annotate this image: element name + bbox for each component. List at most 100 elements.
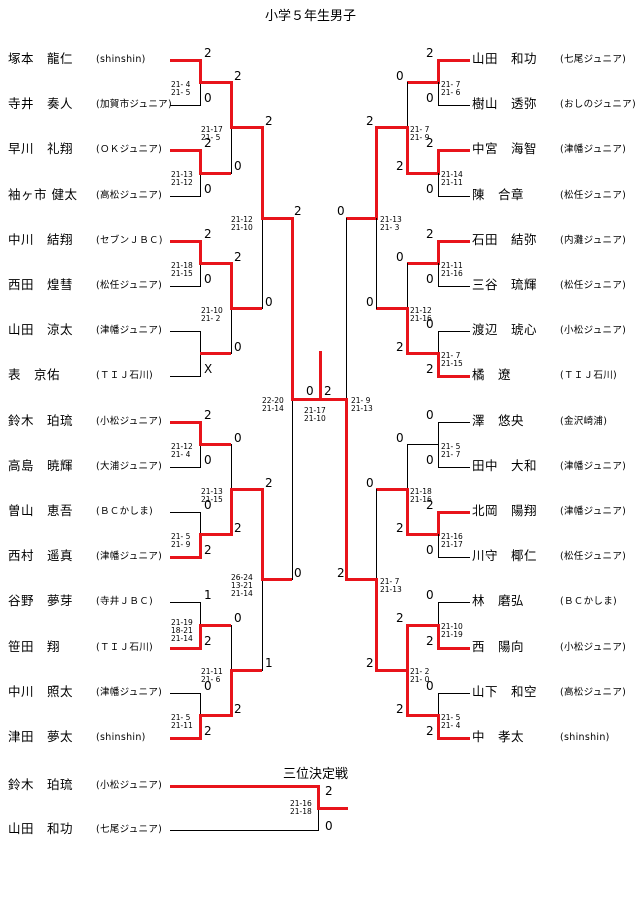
player-name: 笹田 翔	[8, 639, 61, 654]
match-score: 0	[234, 430, 242, 445]
game-score: 21-14	[171, 634, 193, 643]
bracket-line-winner	[407, 81, 438, 84]
game-score: 21- 5	[171, 531, 191, 541]
bracket-line-winner	[170, 736, 200, 740]
bracket-line-winner	[436, 58, 440, 84]
game-score: 21-10	[201, 305, 223, 315]
match-score: 0	[204, 182, 212, 196]
match-score: 0	[396, 68, 404, 83]
club-name: (津幡ジュニア)	[96, 687, 163, 698]
bracket-line	[199, 444, 201, 468]
game-score: 21-15	[171, 268, 193, 278]
club-name: (寺井ＪＢＣ)	[96, 596, 154, 607]
bracket-line-winner	[229, 668, 233, 717]
bracket-line-winner	[436, 510, 440, 536]
bracket-line-winner	[262, 216, 292, 220]
bracket-line-winner	[262, 578, 292, 582]
bracket-line-winner	[376, 126, 407, 130]
bracket-line-winner	[200, 714, 231, 717]
bracket-line-winner	[170, 784, 318, 788]
bracket-line-winner	[438, 510, 470, 514]
match-score: 0	[234, 611, 242, 625]
match-score: 0	[366, 475, 374, 490]
club-name: (松任ジュニア)	[560, 551, 627, 562]
game-score: 21-10	[304, 414, 326, 423]
game-score: 21- 7	[441, 350, 461, 360]
player-name: 中 孝太	[472, 729, 525, 744]
bracket-line	[199, 263, 201, 287]
player-name: 山田 涼太	[8, 322, 74, 337]
bracket-line	[437, 534, 439, 558]
match-score: 0	[337, 204, 345, 219]
bracket-line	[438, 601, 470, 603]
club-name: (小松ジュニア)	[96, 780, 163, 791]
bracket-line-winner	[260, 488, 264, 582]
bracket-line	[170, 195, 200, 197]
match-score: X	[204, 362, 213, 376]
game-score: 21-16	[290, 799, 312, 808]
club-name: (ＴＩＪ石川)	[96, 370, 154, 381]
bracket-line	[199, 330, 201, 354]
club-name: (大浦ジュニア)	[96, 461, 163, 472]
game-score: 21-17	[304, 406, 326, 415]
player-name: 田中 大和	[472, 458, 538, 473]
bracket-line-winner	[374, 578, 378, 672]
bracket-line-winner	[231, 126, 262, 130]
bracket-line-winner	[405, 126, 409, 175]
match-score: 1	[265, 656, 273, 671]
match-score: 2	[204, 724, 212, 738]
match-score: 0	[306, 384, 314, 398]
player-name: 石田 結弥	[472, 232, 538, 247]
player-name: 表 京佑	[8, 367, 61, 382]
bracket-line	[170, 511, 200, 513]
bracket-line-winner	[231, 668, 262, 672]
bracket-line-winner	[407, 623, 438, 627]
game-score: 21-17	[441, 539, 463, 549]
bracket-line-winner	[438, 374, 470, 378]
game-score: 21- 7	[441, 449, 461, 459]
bracket-line	[375, 217, 377, 309]
match-score: 0	[204, 91, 212, 105]
bracket-line	[437, 172, 439, 197]
player-name: 谷野 夢芽	[8, 593, 74, 608]
bracket-line-winner	[405, 488, 409, 536]
player-name: 津田 夢太	[8, 729, 74, 744]
match-score: 2	[204, 408, 212, 422]
player-name: 西村 遥真	[8, 548, 74, 563]
match-score: 0	[426, 317, 434, 331]
player-name: 曽山 恵吾	[8, 503, 74, 518]
bracket-line	[437, 421, 439, 445]
match-score: 2	[325, 784, 333, 798]
match-score: 0	[426, 408, 434, 422]
game-score: 21-16	[410, 313, 432, 323]
game-score: 21-12	[171, 441, 193, 451]
club-name: (高松ジュニア)	[96, 190, 163, 201]
bracket-line	[438, 285, 470, 287]
bracket-line	[230, 308, 232, 354]
match-score: 0	[294, 565, 302, 580]
player-name: 山田 和功	[472, 51, 538, 66]
player-name: 寺井 奏人	[8, 96, 74, 111]
bracket-line-winner	[198, 533, 202, 559]
club-name: (津幡ジュニア)	[96, 551, 163, 562]
player-name: 橘 遼	[472, 367, 512, 382]
bracket-line	[438, 195, 470, 197]
game-score: 21-13	[351, 404, 373, 413]
match-score: 2	[337, 565, 345, 580]
bracket-line	[199, 172, 201, 197]
bracket-line	[170, 601, 200, 603]
bracket-line-winner	[260, 126, 264, 220]
bracket-line-winner	[198, 420, 202, 446]
bracket-line-winner	[376, 307, 407, 310]
match-score: 2	[204, 543, 212, 557]
bracket-line-winner	[407, 352, 438, 355]
bracket-line-winner	[318, 806, 348, 810]
bracket-line-winner	[170, 420, 200, 424]
match-score: 0	[426, 588, 434, 602]
